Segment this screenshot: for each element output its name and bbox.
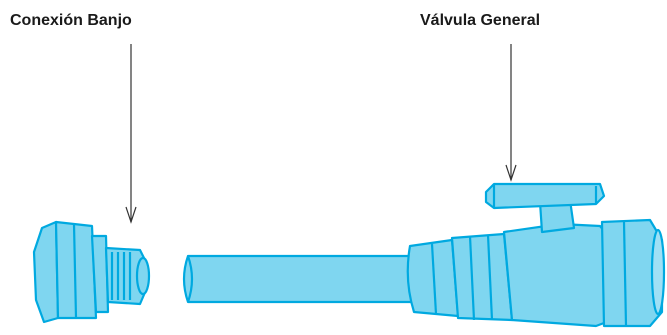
banjo-connection-part xyxy=(32,220,151,324)
banjo-connection-label: Conexión Banjo xyxy=(10,12,132,29)
valve-pointer-arrow xyxy=(505,44,517,182)
main-valve-part xyxy=(406,182,666,328)
tube-part xyxy=(182,254,418,304)
main-valve-label: Válvula General xyxy=(420,12,541,29)
banjo-pointer-arrow xyxy=(125,44,137,224)
